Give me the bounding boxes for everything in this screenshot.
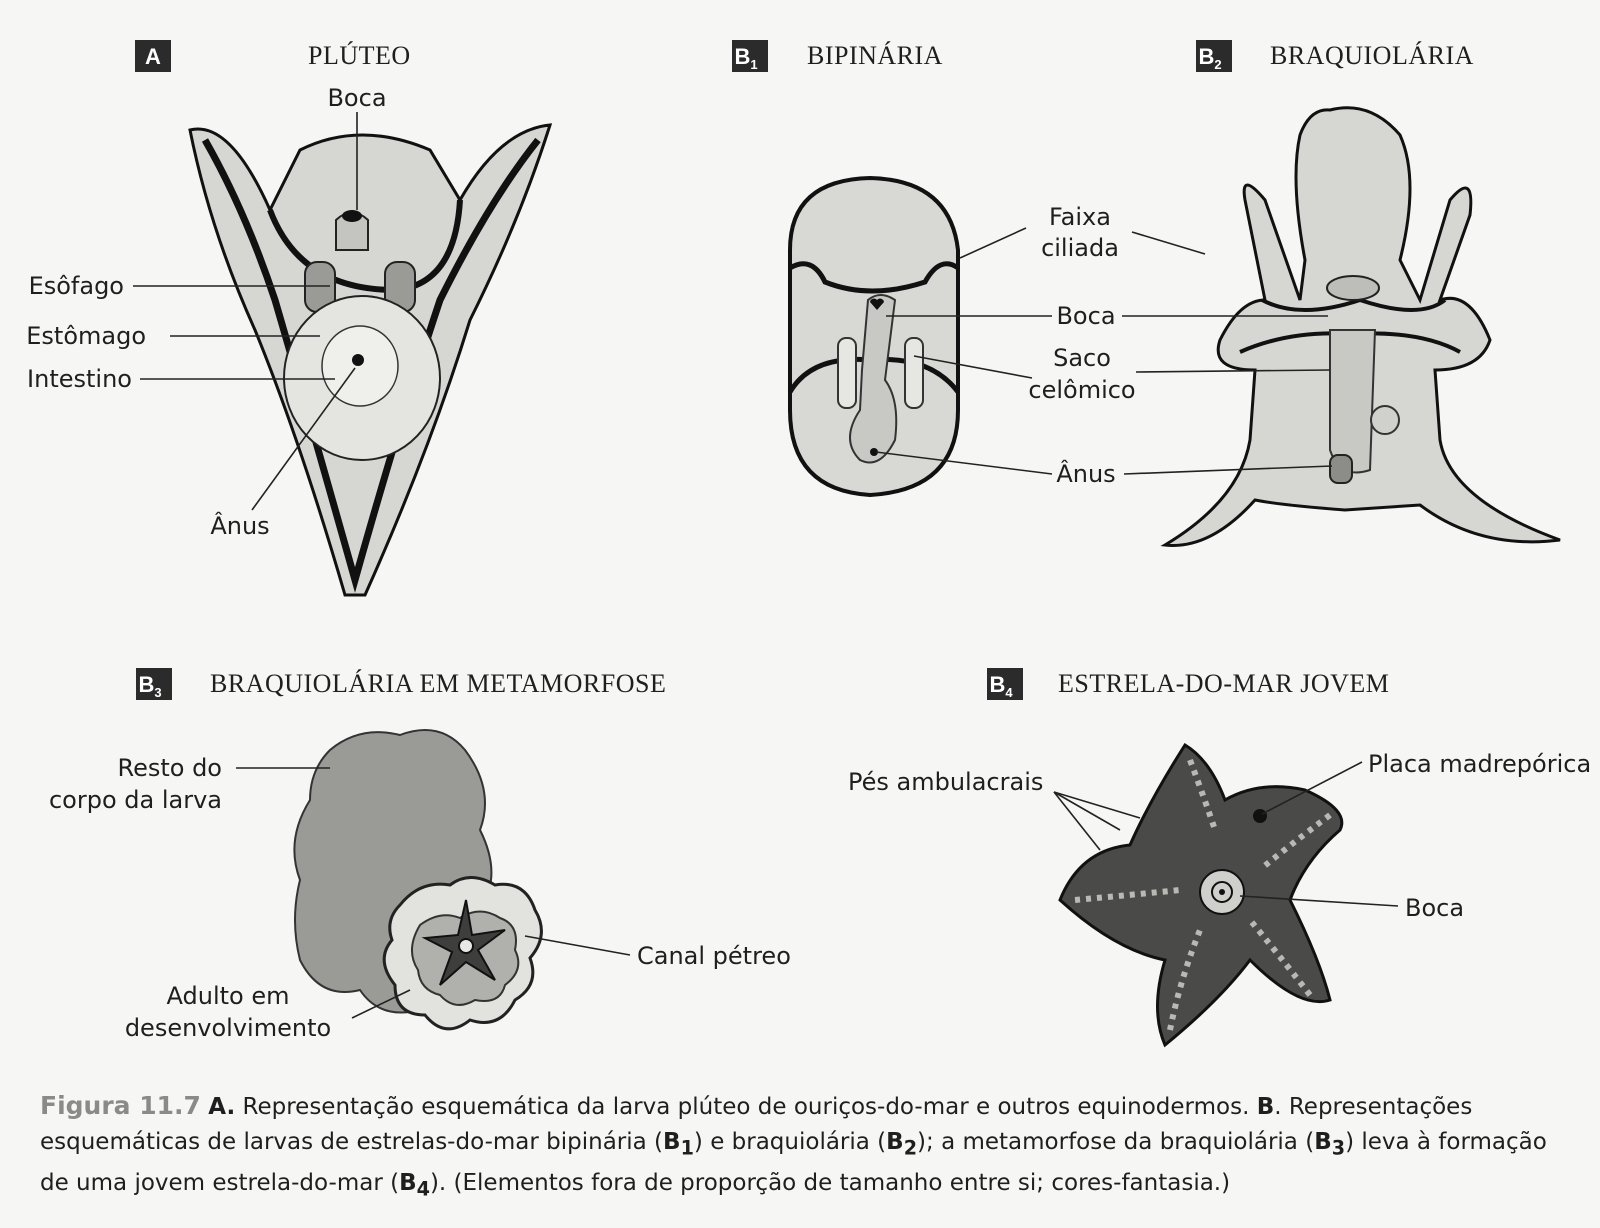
caption-text-2: . Representações esquemáticas de larvas … — [40, 1094, 1473, 1155]
svg-text:B1: B1 — [734, 44, 757, 72]
title-pluteo: PLÚTEO — [308, 41, 411, 70]
starfish-tube-feet-rows — [1074, 758, 1332, 1031]
badge-b3-letter: B — [138, 672, 154, 697]
svg-text:B4: B4 — [989, 672, 1013, 700]
figure-caption: Figura 11.7 A. Representação esquemática… — [40, 1088, 1570, 1206]
braquiolaria-body — [1160, 106, 1561, 547]
bipinaria-mouth — [870, 298, 884, 310]
panel-b3-header: B3 BRAQUIOLÁRIA EM METAMORFOSE — [136, 668, 666, 700]
label-ciliada: ciliada — [1041, 234, 1119, 262]
badge-b3-sub: 3 — [154, 685, 161, 700]
bipinaria-band-upper — [788, 261, 960, 294]
madreporic-plate — [1253, 809, 1267, 823]
braquiolaria-coelom-lobe — [1370, 405, 1400, 435]
label-placa-madreporica: Placa madrepórica — [1368, 750, 1591, 778]
svg-text:B3: B3 — [138, 672, 161, 700]
panel-b2-header: B2 BRAQUIOLÁRIA — [1196, 40, 1474, 72]
badge-a — [135, 40, 171, 72]
caption-text-1: Representação esquemática da larva plúte… — [235, 1094, 1257, 1120]
title-braquiolaria: BRAQUIOLÁRIA — [1270, 41, 1474, 70]
b1-b2-leader-lines — [875, 227, 1333, 475]
panel-a-header: A PLÚTEO — [135, 40, 411, 72]
title-estrela-jovem: ESTRELA-DO-MAR JOVEM — [1058, 669, 1389, 698]
caption-ref-b2: B2 — [886, 1129, 918, 1160]
starfish-mouth-ring — [1211, 881, 1233, 903]
pluteo-intestine — [321, 325, 399, 407]
label-pes-ambulacrais: Pés ambulacrais — [848, 768, 1043, 796]
badge-b4-sub: 4 — [1005, 685, 1013, 700]
pluteo-larva-drawing — [188, 123, 553, 597]
badge-b3 — [136, 668, 172, 700]
label-boca-a: Boca — [327, 84, 386, 112]
pluteo-anus-dot — [352, 354, 364, 366]
braquiolaria-gut — [1329, 329, 1377, 474]
badge-b2 — [1196, 40, 1232, 72]
badge-b2-sub: 2 — [1214, 57, 1221, 72]
pluteo-mouth-opening — [342, 210, 362, 222]
caption-part-b: B — [1256, 1094, 1275, 1120]
caption-ref-b3: B3 — [1314, 1129, 1346, 1160]
title-bipinaria: BIPINÁRIA — [807, 41, 943, 70]
label-esofago: Esôfago — [29, 272, 124, 300]
b3-leader-lines — [236, 767, 631, 1019]
caption-text-6: ). (Elementos fora de proporção de taman… — [429, 1169, 1231, 1196]
bipinaria-larva-drawing — [787, 175, 960, 498]
caption-ref-b4: B4 — [399, 1169, 430, 1201]
label-faixa: Faixa — [1049, 203, 1111, 231]
label-corpo-larva: corpo da larva — [49, 786, 222, 814]
young-starfish-drawing — [1058, 742, 1344, 1048]
caption-ref-b1: B1 — [663, 1129, 694, 1160]
pluteo-leader-lines — [133, 112, 358, 511]
label-celomico: celômico — [1028, 376, 1135, 404]
label-estomago: Estômago — [26, 322, 146, 350]
label-adulto-em: Adulto em — [167, 982, 290, 1010]
label-desenvolvimento: desenvolvimento — [125, 1014, 331, 1042]
b4-leader-lines — [1053, 761, 1399, 907]
badge-b2-letter: B — [1198, 44, 1214, 69]
caption-text-5: ) leva à formação de uma jovem estrela-d… — [40, 1129, 1547, 1196]
starfish-mouth-center — [1219, 889, 1225, 895]
caption-text-3: ) e braquiolária ( — [693, 1129, 887, 1155]
badge-b4 — [987, 668, 1023, 700]
bipinaria-coelom-right — [904, 337, 924, 409]
badge-b1 — [732, 40, 768, 72]
braquiolaria-anus — [1329, 454, 1353, 484]
bipinaria-coelom-left — [837, 337, 857, 409]
label-boca-b: Boca — [1056, 302, 1115, 330]
svg-text:B2: B2 — [1198, 44, 1221, 72]
badge-b1-letter: B — [734, 44, 750, 69]
pluteo-ciliary-band — [201, 137, 541, 593]
title-metamorfose: BRAQUIOLÁRIA EM METAMORFOSE — [210, 669, 666, 698]
label-anus-b: Ânus — [1056, 459, 1115, 488]
caption-figure-number: Figura 11.7 — [40, 1091, 201, 1120]
label-intestino: Intestino — [27, 365, 132, 393]
label-resto-do: Resto do — [117, 754, 222, 782]
panel-b4-header: B4 ESTRELA-DO-MAR JOVEM — [987, 668, 1389, 700]
bipinaria-gut — [849, 294, 898, 464]
caption-part-a: A. — [208, 1094, 236, 1120]
label-anus-a: Ânus — [210, 511, 269, 540]
label-saco: Saco — [1053, 344, 1111, 372]
badge-b4-letter: B — [989, 672, 1005, 697]
panel-b1-header: B1 BIPINÁRIA — [732, 40, 943, 72]
badge-b1-sub: 1 — [750, 57, 757, 72]
badge-a-text: A — [145, 44, 161, 69]
metamorphosis-drawing — [293, 729, 543, 1031]
label-boca-b4: Boca — [1405, 894, 1464, 922]
braquiolaria-mouth — [1326, 275, 1380, 301]
bipinaria-anus — [870, 448, 878, 456]
caption-text-4: ); a metamorfose da braquiolária ( — [917, 1129, 1315, 1155]
label-canal-petreo: Canal pétreo — [637, 942, 791, 970]
braquiolaria-larva-drawing — [1160, 106, 1561, 547]
developing-adult-center — [458, 938, 474, 954]
